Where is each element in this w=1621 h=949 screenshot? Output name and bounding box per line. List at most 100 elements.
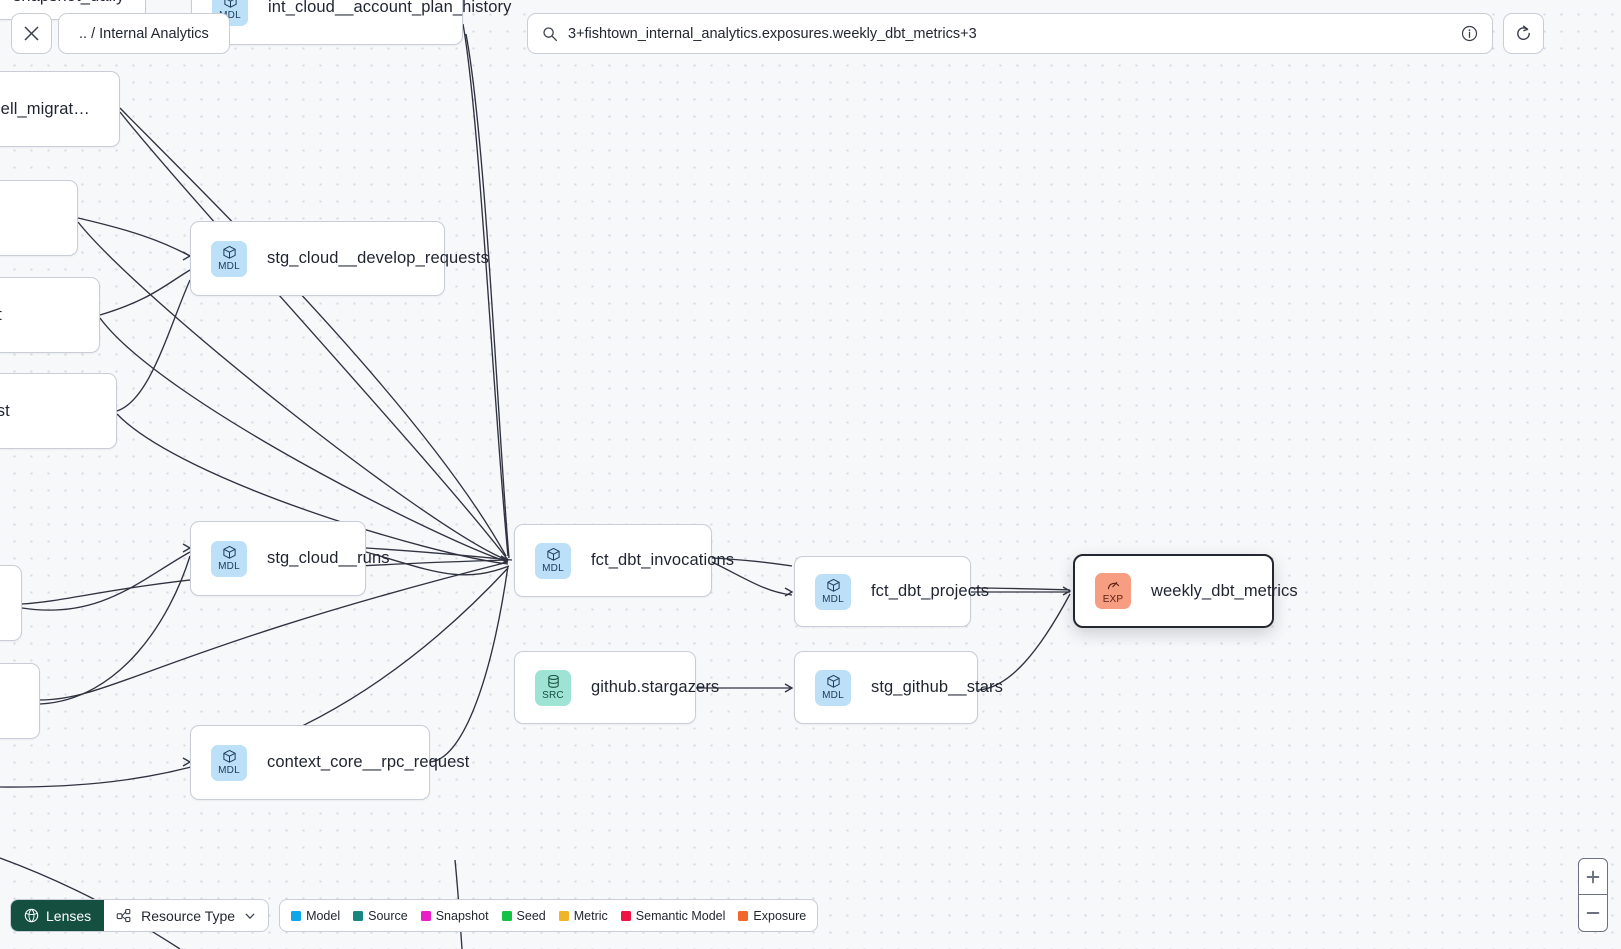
legend-label: Snapshot [435,908,489,923]
minus-icon [1586,912,1600,914]
bottom-toolbar: Lenses Resource Type Model Source Snapshot… [10,899,819,932]
node-type-badge-label: MDL [218,765,240,776]
legend-item[interactable]: Source [353,909,408,923]
lineage-edge [21,551,191,611]
refresh-icon [1517,25,1530,40]
node-label: snapshot_daily [13,0,124,6]
lineage-edge-arrowhead [1062,586,1072,596]
graph-node[interactable]: MDL stg_cloud__runs [190,521,389,596]
node-label: multicell_migrat… [0,99,90,118]
cube-icon [222,545,236,559]
node-type-badge: MDL [211,240,247,277]
legend-label: Metric [573,908,608,923]
node-type-badge-label: SRC [542,690,564,701]
resource-type-label: Resource Type [141,907,236,924]
node-label: stg_github__stars [871,678,1003,696]
cube-icon [223,0,237,8]
lenses-button[interactable]: Lenses [11,900,105,931]
zoom-in-button[interactable] [1579,859,1607,895]
legend-swatch [620,910,631,921]
lineage-edge [462,23,509,557]
node-type-badge-label: MDL [218,561,240,572]
legend-item[interactable]: Snapshot [420,908,489,923]
node-label: context_core__rpc_request [267,753,470,771]
cube-icon [222,245,236,259]
info-icon[interactable] [1461,25,1478,42]
lineage-edge-arrowhead [784,587,794,597]
node-label: stg_cloud__runs [267,549,390,567]
graph-node[interactable]: MDL context_core__rpc_request [190,725,469,800]
legend-label: Seed [516,908,546,923]
node-type-badge: MDL [815,573,851,610]
node-label: stg_cloud__develop_requests [267,249,489,267]
graph-node[interactable]: MDL fct_dbt_projects [794,556,989,627]
legend-item[interactable]: Exposure [738,909,806,923]
node-type-badge-label: EXP [1102,593,1124,605]
node-type-badge: MDL [815,669,851,706]
lineage-edge [77,217,191,257]
lineage-edge-arrowhead [784,683,794,693]
legend-item[interactable]: Semantic Model [620,908,726,923]
graph-node[interactable]: MDL stg_cloud__develop_requests [190,221,489,296]
lineage-edge [465,33,510,559]
graph-node[interactable]: MDL int_cloud__account_plan_history [191,0,511,45]
node-type-badge-label: MDL [822,594,844,605]
plus-icon [1586,870,1600,883]
legend-swatch [291,910,302,921]
graph-node[interactable]: MDL_develop_request [0,373,117,449]
legend-item[interactable]: Model [291,909,340,923]
close-panel-button[interactable] [11,13,52,54]
node-label: int_cloud__account_plan_history [268,0,512,16]
node-type-badge-label: MDL [219,10,241,21]
legend-label: Semantic Model [635,908,726,923]
search-bar[interactable] [527,13,1493,54]
node-type-badge: SRC [535,669,571,706]
node-label: fct_dbt_projects [871,582,990,600]
legend-swatch [501,910,512,921]
node-type-badge: MDL [535,542,571,579]
breadcrumb-label: .. / Internal Analytics [79,25,209,42]
lineage-edge [116,279,191,412]
node-type-badge: MDL [211,540,247,577]
resource-type-dropdown[interactable]: Resource Type [104,900,268,931]
graph-node[interactable]: MDLp_request [0,180,78,256]
lineage-edge-arrowhead [182,757,192,767]
legend-swatch [738,910,749,921]
cube-icon [826,674,840,688]
zoom-out-button[interactable] [1579,895,1607,931]
legend-item[interactable]: Metric [558,908,608,923]
legend-item[interactable]: Seed [501,908,546,923]
node-type-badge: MDL [212,0,248,26]
graph-node[interactable]: MDLmulticell_migrat… [0,71,120,147]
lens-icon [24,908,39,923]
cube-icon [826,578,840,592]
lenses-label: Lenses [46,907,92,924]
graph-node[interactable]: MDLvelop_request [0,277,100,353]
lineage-edge [119,107,507,557]
cube-icon [222,749,236,763]
cube-icon [546,547,560,561]
node-label: github.stargazers [591,678,720,696]
zoom-controls [1578,858,1608,932]
search-input[interactable] [568,25,1461,42]
chevron-down-icon [245,913,255,919]
legend-label: Exposure [753,908,807,923]
refresh-button[interactable] [1503,13,1544,54]
graph-node[interactable]: MDL stg_github__stars [794,651,1003,724]
search-icon [543,26,558,41]
graph-node[interactable]: MDLn [0,565,22,641]
node-type-badge: EXP [1095,573,1131,609]
lineage-edge [99,269,191,316]
lineage-edge [429,565,509,763]
legend-swatch [420,910,431,921]
lineage-edge-arrowhead [182,251,192,261]
lineage-edge [39,555,191,705]
legend-label: Model [306,908,341,923]
graph-node[interactable]: MDL_run [0,663,40,739]
graph-node[interactable]: SRC github.stargazers [514,651,719,724]
breadcrumb[interactable]: .. / Internal Analytics [58,13,230,54]
